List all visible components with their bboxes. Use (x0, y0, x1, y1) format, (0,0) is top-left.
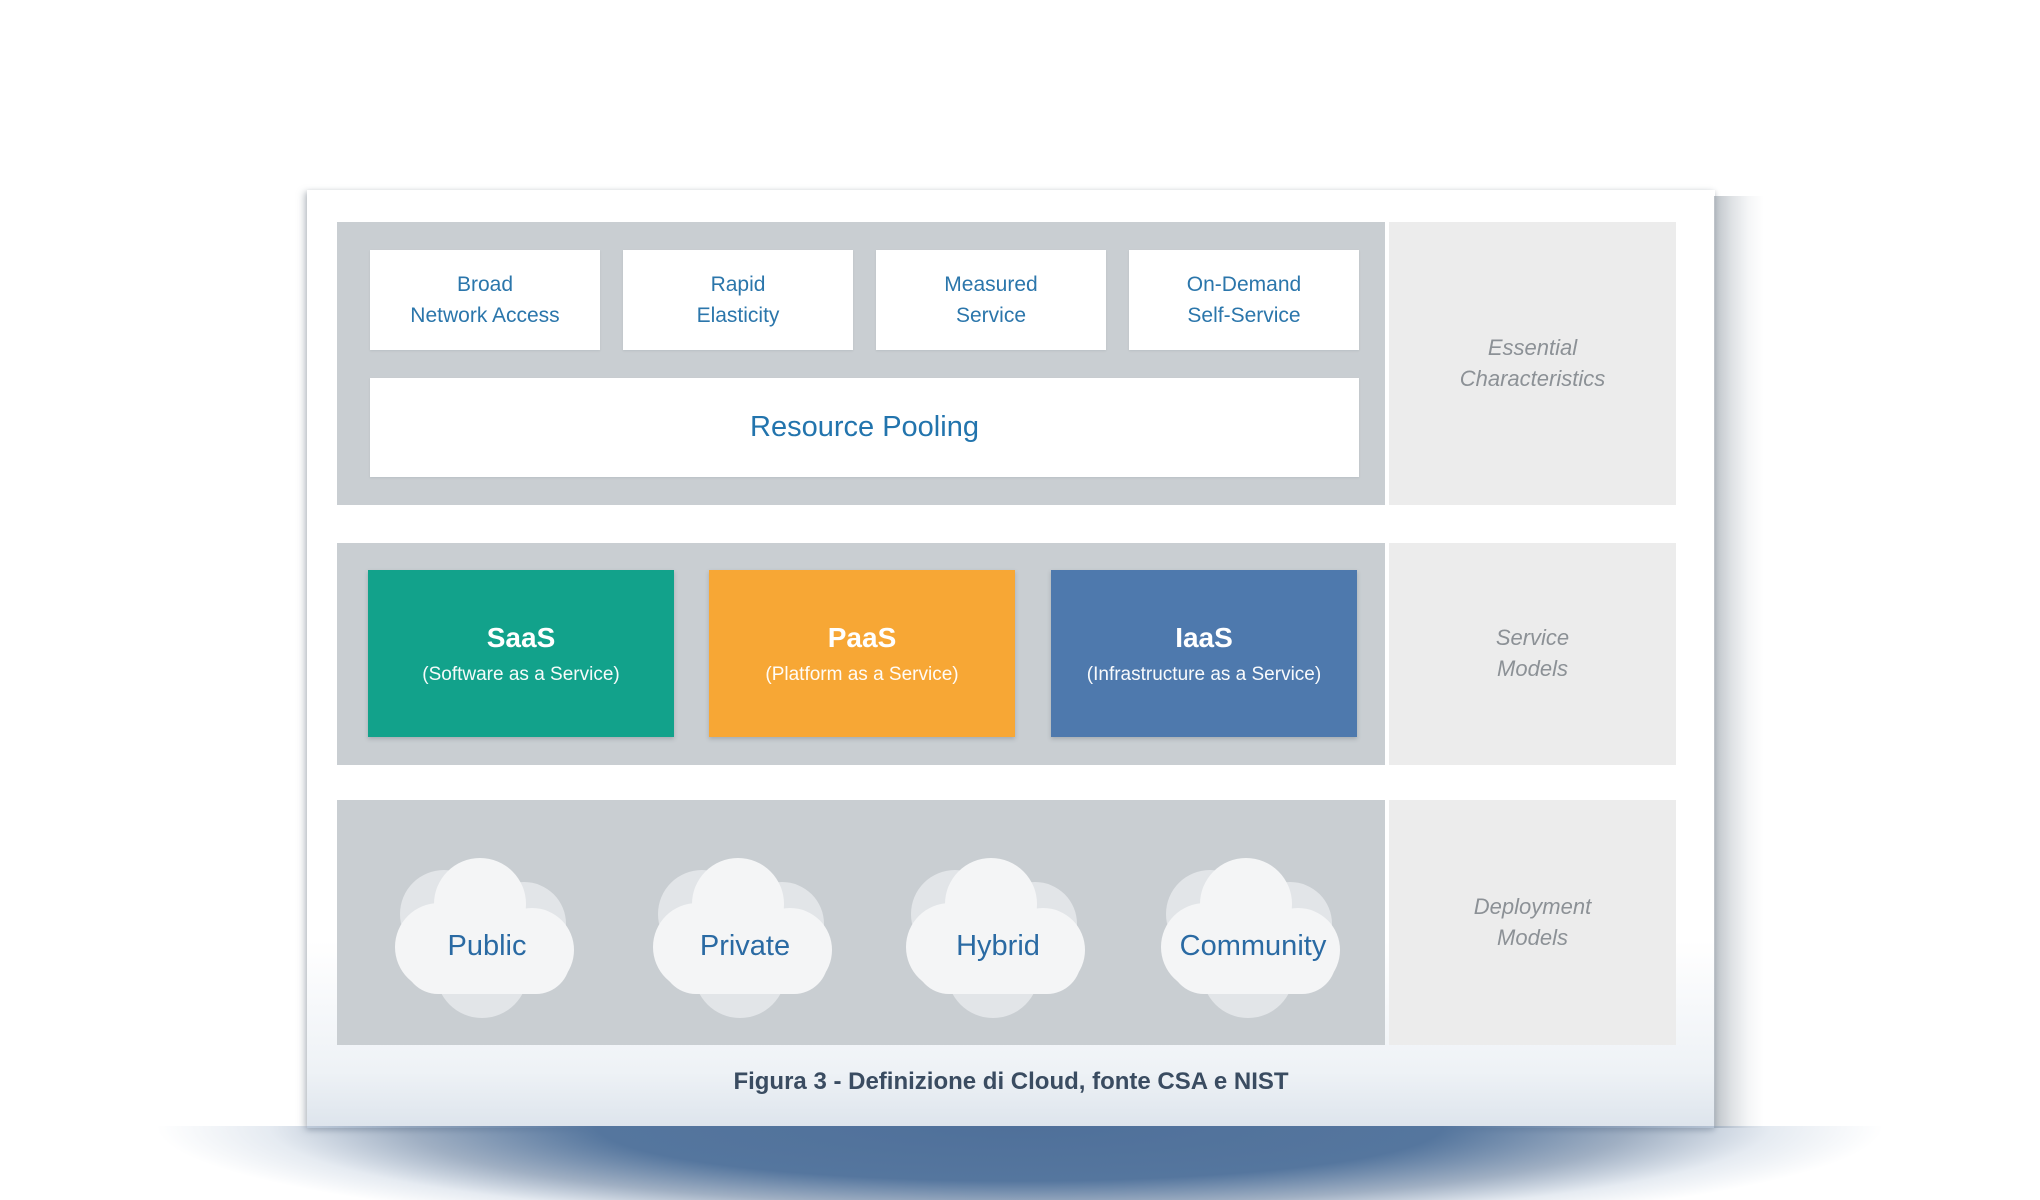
service-box-paas: PaaS (Platform as a Service) (709, 570, 1015, 737)
service-full-name: (Software as a Service) (422, 663, 620, 685)
essential-characteristics-side-label: Essential Characteristics (1389, 222, 1676, 505)
side-label-line: Models (1497, 924, 1568, 950)
characteristic-box-broad-network-access: Broad Network Access (370, 250, 600, 350)
characteristic-box-rapid-elasticity: Rapid Elasticity (623, 250, 853, 350)
deployment-label: Hybrid (956, 930, 1040, 962)
characteristic-label-line: Rapid (710, 272, 766, 296)
service-box-iaas: IaaS (Infrastructure as a Service) (1051, 570, 1357, 737)
cloud-icon (653, 858, 832, 1018)
cloud-public: Public (382, 842, 592, 1022)
characteristic-label-line: Elasticity (696, 304, 780, 327)
characteristic-label-line: Measured (944, 272, 1038, 296)
characteristic-box-on-demand-self-service: On-Demand Self-Service (1129, 250, 1359, 350)
cloud-icon (906, 858, 1085, 1018)
deployment-label: Public (447, 930, 527, 962)
characteristic-label-line: Self-Service (1187, 304, 1301, 327)
service-full-name: (Infrastructure as a Service) (1086, 663, 1322, 685)
resource-pooling-label: Resource Pooling (750, 411, 979, 443)
service-models-panel: SaaS (Software as a Service) PaaS (Platf… (337, 543, 1385, 765)
deployment-models-side-label: Deployment Models (1389, 800, 1676, 1045)
service-abbr: SaaS (486, 621, 556, 653)
cloud-community: Community (1148, 842, 1358, 1022)
side-label-line: Characteristics (1459, 365, 1606, 391)
characteristic-label-line: Network Access (410, 304, 560, 327)
document-page: Broad Network Access Rapid Elasticity Me… (307, 190, 1715, 1128)
deployment-models-panel: Public Private (337, 800, 1385, 1045)
page-edge-shadow (1714, 196, 1776, 1128)
service-abbr: PaaS (827, 621, 897, 653)
service-box-saas: SaaS (Software as a Service) (368, 570, 674, 737)
essential-characteristics-panel: Broad Network Access Rapid Elasticity Me… (337, 222, 1385, 505)
cloud-icon (1161, 858, 1340, 1018)
service-models-side-label: Service Models (1389, 543, 1676, 765)
characteristic-box-resource-pooling: Resource Pooling (370, 378, 1359, 477)
page-bottom-reflection (0, 1126, 2040, 1200)
service-abbr: IaaS (1175, 621, 1233, 653)
characteristic-box-measured-service: Measured Service (876, 250, 1106, 350)
characteristic-label-line: On-Demand (1186, 272, 1302, 296)
characteristic-label-line: Service (955, 304, 1027, 327)
characteristic-label-line: Broad (456, 272, 514, 296)
service-full-name: (Platform as a Service) (765, 663, 959, 685)
side-label-line: Models (1497, 656, 1568, 681)
side-label-line: Essential (1487, 334, 1578, 360)
side-label-line: Service (1495, 625, 1570, 651)
side-label-line: Deployment (1473, 893, 1592, 919)
cloud-hybrid: Hybrid (893, 842, 1103, 1022)
deployment-label: Private (699, 930, 791, 962)
figure-caption: Figura 3 - Definizione di Cloud, fonte C… (733, 1068, 1289, 1095)
cloud-private: Private (640, 842, 850, 1022)
deployment-label: Community (1179, 930, 1327, 962)
cloud-icon (395, 858, 574, 1018)
